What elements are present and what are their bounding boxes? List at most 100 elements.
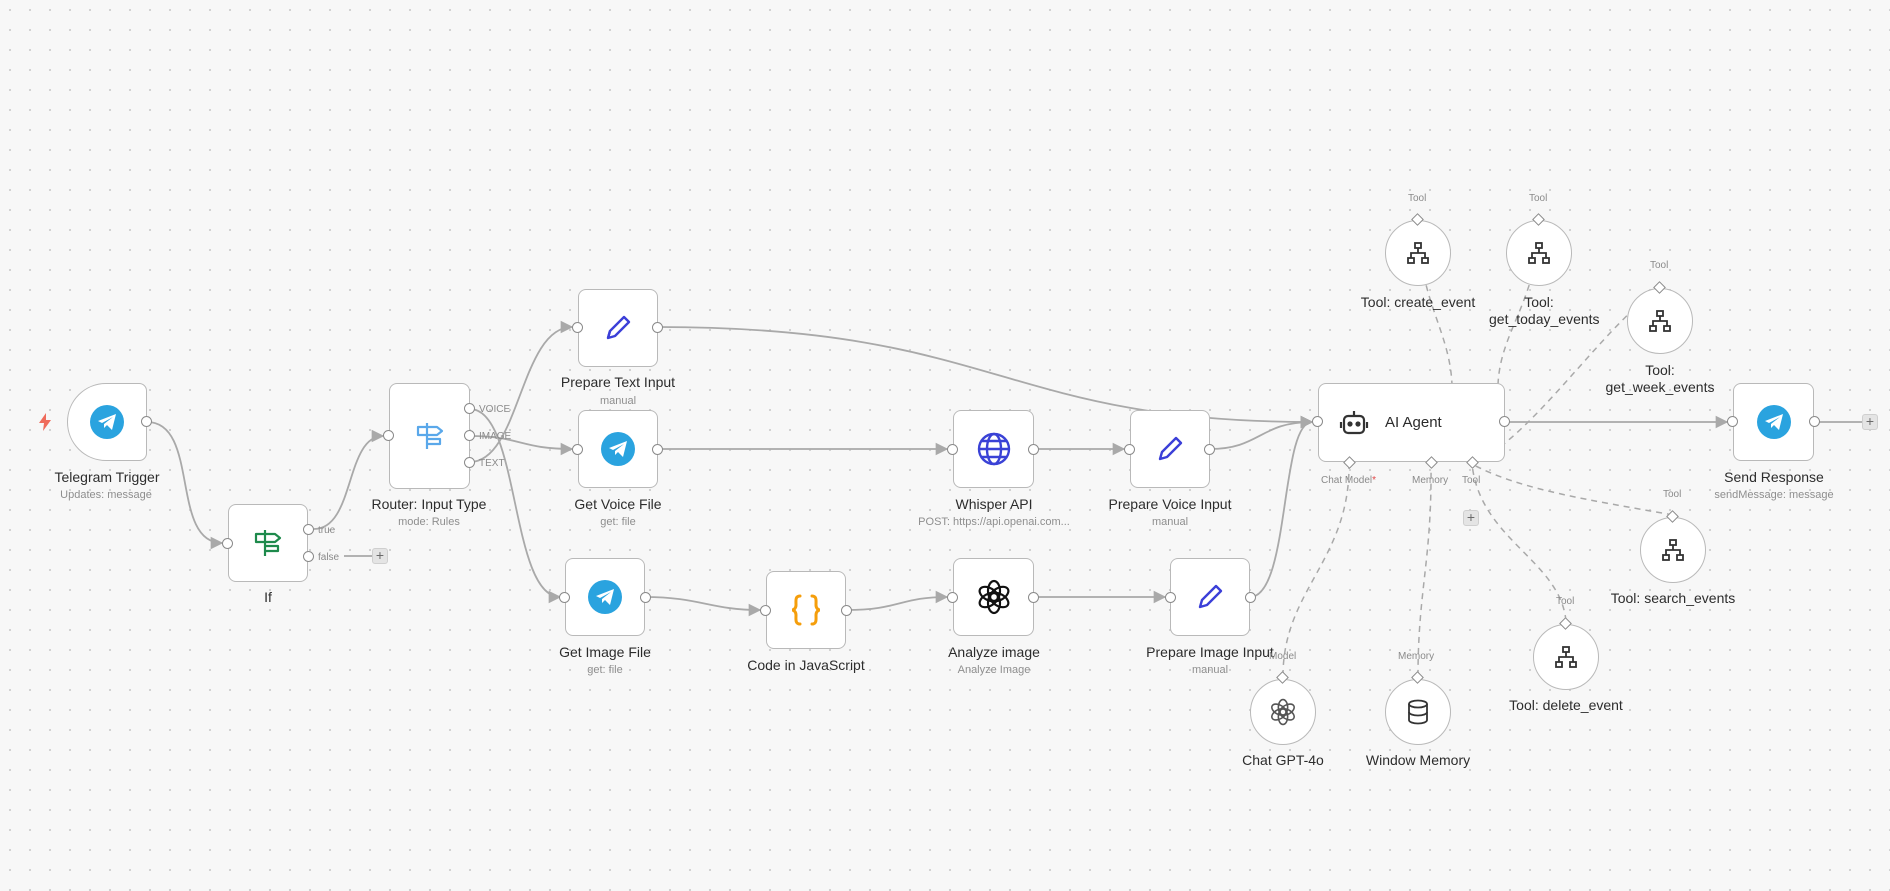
add-node-button[interactable]: + [1862,414,1878,430]
dashed-tool-search [1471,463,1674,516]
node-title: Router: Input Type [371,496,487,512]
tool-get-week-events-node[interactable] [1627,288,1693,354]
edge-prepimage-agent [1249,415,1314,598]
output-port[interactable] [652,444,663,455]
input-port[interactable] [222,538,233,549]
get-voice-file-node[interactable] [578,410,658,488]
port-label-tool: Tool [1529,193,1548,204]
prepare-voice-input-node[interactable] [1130,410,1210,488]
port-label-text: TEXT [479,458,505,469]
input-port[interactable] [947,592,958,603]
edge-if-router [313,429,385,530]
telegram-icon [1756,405,1791,439]
if-node[interactable] [228,504,308,582]
get-image-file-node[interactable] [565,558,645,636]
node-title: Chat GPT-4o [1242,752,1324,768]
node-title: Prepare Voice Input [1108,496,1232,512]
port-label-voice: VOICE [479,404,511,415]
edge-image-code [644,596,762,617]
node-subtitle: Updates: message [60,489,152,501]
output-port[interactable] [1245,592,1256,603]
whisper-api-node[interactable] [953,410,1034,488]
database-icon [1406,699,1430,725]
code-braces-icon [788,592,824,628]
node-title: Tool: search_events [1610,590,1736,606]
input-port[interactable] [947,444,958,455]
output-port[interactable] [1499,416,1510,427]
dashed-chatgpt [1282,463,1350,677]
node-title: Get Voice File [574,496,662,512]
sitemap-icon [1661,538,1685,562]
sitemap-icon [1406,241,1430,265]
add-node-button[interactable]: + [372,548,388,564]
telegram-icon [90,405,124,439]
node-subtitle: manual [1191,664,1229,676]
output-port[interactable] [141,416,152,427]
input-port[interactable] [1312,416,1323,427]
prepare-text-input-node[interactable] [578,289,658,367]
output-port-true[interactable] [303,524,314,535]
edge-prepvoice-agent [1209,415,1314,450]
add-tool-button[interactable]: + [1463,510,1479,526]
node-title: AI Agent [1385,414,1442,431]
input-port[interactable] [1124,444,1135,455]
input-port[interactable] [383,430,394,441]
port-label-image: IMAGE [479,431,512,442]
tool-delete-event-node[interactable] [1533,624,1599,690]
output-port-voice[interactable] [464,403,475,414]
window-memory-node[interactable] [1385,679,1451,745]
globe-icon [976,431,1012,467]
input-port[interactable] [559,592,570,603]
signpost-icon [413,419,447,453]
output-port[interactable] [652,322,663,333]
node-title: Tool: get_week_events [1605,362,1715,395]
node-title: Tool: create_event [1360,294,1476,310]
node-subtitle: manual [1151,516,1189,528]
output-port[interactable] [841,605,852,616]
sitemap-icon [1527,241,1551,265]
tool-get-today-events-node[interactable] [1506,220,1572,286]
tool-search-events-node[interactable] [1640,517,1706,583]
prepare-image-input-node[interactable] [1170,558,1250,636]
output-port[interactable] [1028,444,1039,455]
output-port[interactable] [1028,592,1039,603]
chat-gpt-4o-node[interactable] [1250,679,1316,745]
output-port[interactable] [1809,416,1820,427]
output-port-text[interactable] [464,457,475,468]
node-title: Whisper API [955,496,1033,512]
input-port[interactable] [572,444,583,455]
false-branch-stub [344,555,372,557]
dashed-tool-delete [1471,463,1567,622]
input-port[interactable] [760,605,771,616]
tool-create-event-node[interactable] [1385,220,1451,286]
edge-trigger-if [146,421,224,550]
dashed-memory [1417,463,1432,677]
openai-icon [976,579,1012,615]
input-port[interactable] [1165,592,1176,603]
telegram-trigger-node[interactable] [67,383,147,461]
output-port[interactable] [1204,444,1215,455]
input-port[interactable] [572,322,583,333]
port-label-tool: Tool [1462,475,1481,486]
ai-agent-node[interactable]: AI Agent [1318,383,1505,462]
node-title: Prepare Text Input [560,374,676,390]
input-port[interactable] [1727,416,1738,427]
node-subtitle: get: file [587,664,623,676]
output-port-image[interactable] [464,430,475,441]
edge-router-image [469,408,562,604]
send-response-node[interactable] [1733,383,1814,461]
edge-router-voice [469,435,574,456]
node-title: Prepare Image Input [1146,644,1274,660]
analyze-image-node[interactable] [953,558,1034,636]
node-subtitle: get: file [600,516,636,528]
edge-text-agent [657,326,1314,429]
edge-code-analyze [845,590,949,611]
output-port-false[interactable] [303,551,314,562]
output-port[interactable] [640,592,651,603]
sitemap-icon [1648,309,1672,333]
node-subtitle: Analyze Image [957,664,1031,676]
router-node[interactable] [389,383,470,489]
code-javascript-node[interactable] [766,571,846,649]
node-subtitle: mode: Rules [398,516,460,528]
node-title: Code in JavaScript [747,657,865,673]
